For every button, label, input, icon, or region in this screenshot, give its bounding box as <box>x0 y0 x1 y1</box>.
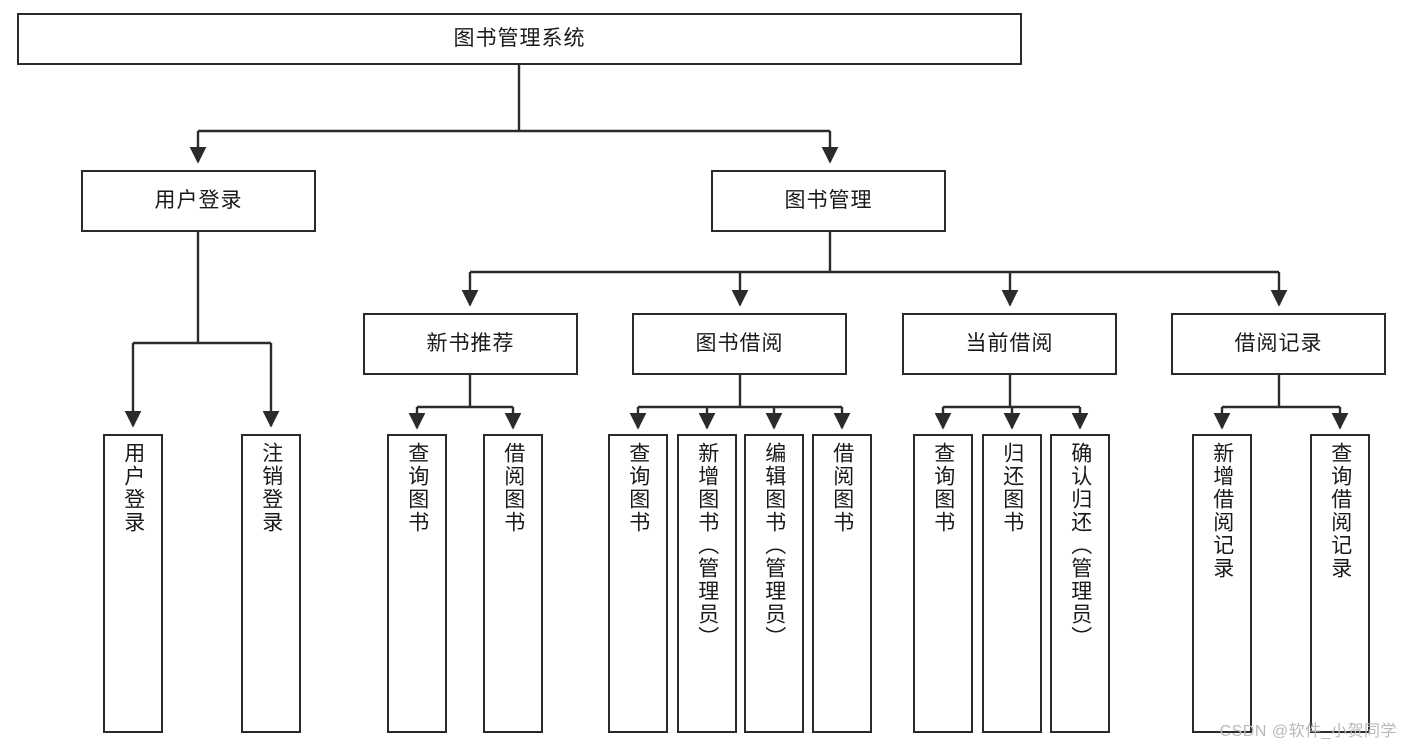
node-label: 查询图书 <box>405 442 429 534</box>
node-label: 归还图书 <box>1000 442 1024 534</box>
leaf-current-return-book[interactable]: 归还图书 <box>982 434 1042 733</box>
leaf-logout-login[interactable]: 注销登录 <box>241 434 301 733</box>
node-current-borrow[interactable]: 当前借阅 <box>902 313 1117 375</box>
leaf-recommend-query-book[interactable]: 查询图书 <box>387 434 447 733</box>
node-label: 编辑图书（管理员） <box>762 442 786 649</box>
node-new-book-recommend[interactable]: 新书推荐 <box>363 313 578 375</box>
leaf-recommend-borrow-book[interactable]: 借阅图书 <box>483 434 543 733</box>
leaf-borrow-borrow-book[interactable]: 借阅图书 <box>812 434 872 733</box>
node-label: 注销登录 <box>259 442 283 534</box>
leaf-user-login[interactable]: 用户登录 <box>103 434 163 733</box>
leaf-record-query[interactable]: 查询借阅记录 <box>1310 434 1370 733</box>
node-label: 确认归还（管理员） <box>1068 442 1092 649</box>
leaf-current-query-book[interactable]: 查询图书 <box>913 434 973 733</box>
node-label: 图书借阅 <box>695 332 784 356</box>
leaf-borrow-query-book[interactable]: 查询图书 <box>608 434 668 733</box>
node-label: 查询图书 <box>931 442 955 534</box>
leaf-borrow-add-book-admin[interactable]: 新增图书（管理员） <box>677 434 737 733</box>
node-label: 新增借阅记录 <box>1210 442 1234 580</box>
node-label: 用户登录 <box>154 189 243 213</box>
csdn-watermark: CSDN @软件_小贺同学 <box>1219 723 1397 740</box>
node-book-manage[interactable]: 图书管理 <box>711 170 946 232</box>
leaf-current-confirm-return-admin[interactable]: 确认归还（管理员） <box>1050 434 1110 733</box>
node-user-login[interactable]: 用户登录 <box>81 170 316 232</box>
node-label: 借阅图书 <box>501 442 525 534</box>
node-label: 借阅记录 <box>1234 332 1323 356</box>
node-label: 图书管理系统 <box>453 27 586 51</box>
node-book-borrow[interactable]: 图书借阅 <box>632 313 847 375</box>
node-label: 新书推荐 <box>426 332 515 356</box>
leaf-borrow-edit-book-admin[interactable]: 编辑图书（管理员） <box>744 434 804 733</box>
node-label: 当前借阅 <box>965 332 1054 356</box>
node-label: 借阅图书 <box>830 442 854 534</box>
node-label: 查询图书 <box>626 442 650 534</box>
node-label: 用户登录 <box>121 442 145 534</box>
node-root-system[interactable]: 图书管理系统 <box>17 13 1022 65</box>
node-label: 新增图书（管理员） <box>695 442 719 649</box>
node-borrow-record[interactable]: 借阅记录 <box>1171 313 1386 375</box>
node-label: 图书管理 <box>784 189 873 213</box>
leaf-record-add[interactable]: 新增借阅记录 <box>1192 434 1252 733</box>
node-label: 查询借阅记录 <box>1328 442 1352 580</box>
